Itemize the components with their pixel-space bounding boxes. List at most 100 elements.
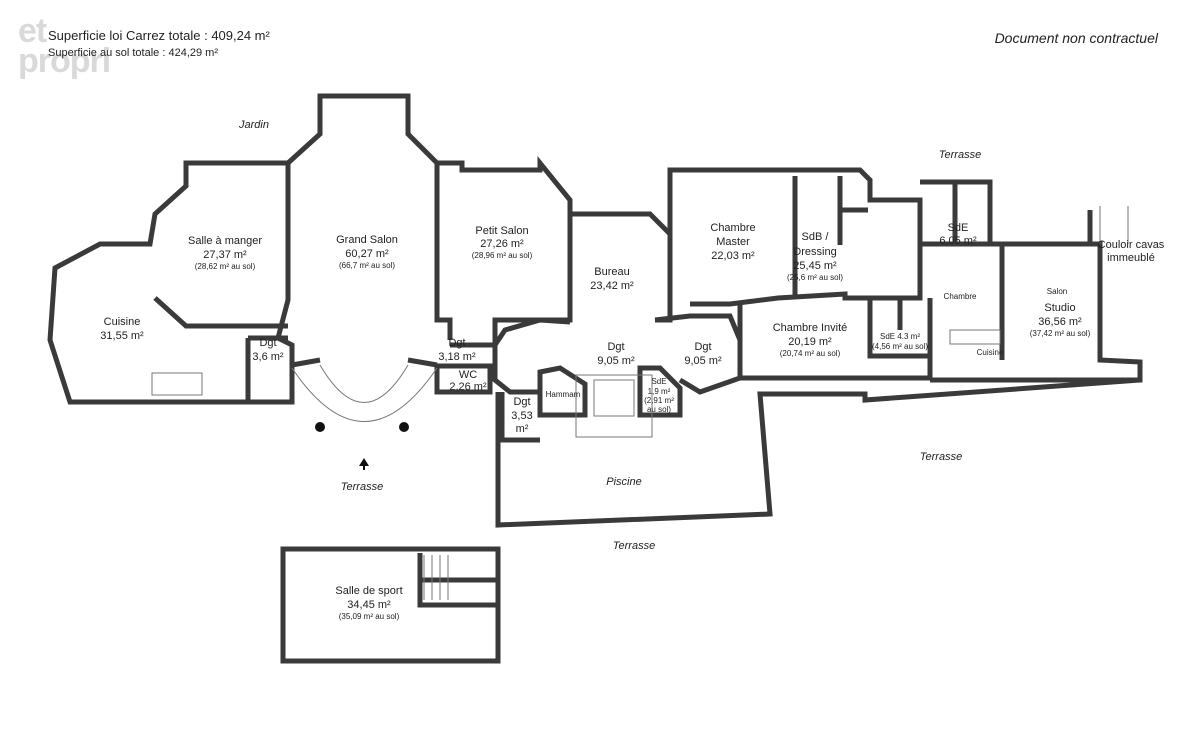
label-chambre-master-area: 22,03 m²: [711, 250, 755, 262]
label-chambre-invite-sol: (20,74 m² au sol): [780, 349, 841, 358]
watermark-line-1: et: [18, 12, 47, 50]
wall-sdb: [792, 176, 868, 298]
label-bureau-area: 23,42 m²: [590, 280, 634, 292]
label-salle-de-sport-sol: (35,09 m² au sol): [339, 612, 400, 621]
carrez-value: 409,24 m²: [211, 28, 270, 43]
label-piscine: Piscine: [606, 476, 641, 488]
label-sde3-sol-2: au sol): [647, 405, 671, 414]
wall-wc: [434, 363, 493, 395]
label-sdb-name-1: SdB /: [802, 231, 830, 243]
wall-dgt-octagon-right: [654, 313, 743, 395]
wall-cuisine-salle: [153, 296, 288, 329]
stair-curve-outer: [291, 367, 438, 422]
label-petit-salon-area: 27,26 m²: [480, 238, 524, 250]
label-couloir-2: immeublé: [1107, 252, 1155, 264]
label-dgt2-name: Dgt: [448, 337, 465, 349]
label-cuisine-name: Cuisine: [104, 316, 141, 328]
label-sdb-area: 25,45 m²: [793, 260, 837, 272]
carrez-total: Superficie loi Carrez totale : 409,24 m²: [48, 28, 270, 43]
sport-stair-lines: [423, 555, 449, 600]
label-sde2-sol: (4,56 m² au sol): [872, 342, 928, 351]
piscine-fountain-inner: [593, 379, 635, 417]
label-petit-salon-sol: (28,96 m² au sol): [472, 251, 533, 260]
carrez-label: Superficie loi Carrez totale :: [48, 28, 208, 43]
cuisine-counter: [151, 372, 203, 396]
label-studio-cuisine: Cuisine: [977, 348, 1004, 357]
label-sde1-name: SdE: [948, 222, 969, 234]
column-right: [399, 422, 409, 432]
label-chambre-invite-area: 20,19 m²: [788, 336, 832, 348]
label-couloir-1: Couloir cavas: [1098, 239, 1165, 251]
sol-label: Superficie au sol totale :: [48, 47, 166, 59]
label-terrasse-south: Terrasse: [613, 540, 655, 552]
label-salle-a-manger-name: Salle à manger: [188, 235, 262, 247]
label-sdb-sol: (25,6 m² au sol): [787, 273, 843, 282]
label-dgt3-area: 9,05 m²: [597, 355, 635, 367]
label-dgt3-name: Dgt: [607, 341, 624, 353]
label-studio-area: 36,56 m²: [1038, 316, 1082, 328]
label-studio-salon: Salon: [1047, 287, 1067, 296]
label-cuisine-area: 31,55 m²: [100, 330, 144, 342]
label-sde3-area: 1,9 m²: [648, 387, 671, 396]
label-terrasse-north: Terrasse: [939, 149, 981, 161]
label-hammam-name: Hammam: [546, 390, 581, 399]
label-salle-de-sport-area: 34,45 m²: [347, 599, 391, 611]
label-sde3-name: SdE: [651, 377, 666, 386]
label-sde3-sol-1: (2,91 m²: [644, 396, 674, 405]
label-grand-salon-sol: (66,7 m² au sol): [339, 261, 395, 270]
label-sde2-name: SdE 4.3 m²: [880, 332, 920, 341]
sol-total: Superficie au sol totale : 424,29 m²: [48, 47, 218, 59]
details: [151, 206, 1129, 600]
label-bureau-name: Bureau: [594, 266, 629, 278]
label-studio-chambre: Chambre: [944, 292, 977, 301]
label-grand-salon-area: 60,27 m²: [345, 248, 389, 260]
label-studio-sol: (37,42 m² au sol): [1030, 329, 1091, 338]
label-salle-a-manger-area: 27,37 m²: [203, 249, 247, 261]
label-petit-salon-name: Petit Salon: [475, 225, 528, 237]
wall-sde3: [637, 365, 683, 418]
label-grand-salon-name: Grand Salon: [336, 234, 398, 246]
wall-grand-salon: [286, 93, 453, 340]
label-dgt5-area-1: 3,53: [511, 410, 532, 422]
wall-grand-salon-base: [291, 357, 438, 368]
wall-east: [920, 179, 1143, 383]
wall-petit-salon: [437, 155, 573, 348]
wall-west-wing: [47, 160, 295, 405]
wall-chambre-master: [667, 167, 923, 307]
label-dgt5-area-2: m²: [516, 423, 529, 435]
wall-dgt-octagon-left: [492, 317, 571, 347]
label-wc-area: 2,26 m²: [449, 381, 487, 393]
studio-counter: [949, 329, 1001, 345]
watermark-line-2: propri: [18, 42, 111, 80]
label-terrasse-entrance: Terrasse: [341, 481, 383, 493]
sol-value: 424,29 m²: [168, 47, 218, 59]
wall-piscine: [495, 377, 1141, 528]
label-dgt1-area: 3,6 m²: [252, 351, 284, 363]
label-chambre-master-name-2: Master: [716, 236, 750, 248]
wall-salle-stair: [417, 553, 498, 608]
couloir-walls: [1099, 206, 1129, 244]
label-studio-name: Studio: [1044, 302, 1075, 314]
watermark-logo: et propri: [18, 12, 111, 80]
label-dgt4-name: Dgt: [694, 341, 711, 353]
label-sde1-area: 6,05 m²: [939, 235, 977, 247]
label-salle-a-manger-sol: (28,62 m² au sol): [195, 262, 256, 271]
disclaimer: Document non contractuel: [994, 30, 1158, 46]
wall-dgt-center: [492, 345, 540, 395]
column-left: [315, 422, 325, 432]
stair-curve-inner: [319, 364, 409, 403]
label-dgt1-name: Dgt: [259, 337, 276, 349]
label-salle-de-sport-name: Salle de sport: [335, 585, 402, 597]
entrance-arrow: [359, 458, 369, 470]
wall-studio-inner: [927, 244, 1005, 378]
piscine-fountain: [575, 374, 653, 438]
walls: [47, 93, 1143, 664]
label-sdb-name-2: Dressing: [793, 246, 836, 258]
wall-dgt5: [499, 392, 540, 443]
label-dgt5-name: Dgt: [513, 396, 530, 408]
wall-dgt1: [245, 335, 288, 402]
label-chambre-invite-name: Chambre Invité: [773, 322, 848, 334]
label-jardin: Jardin: [238, 119, 269, 131]
wall-hammam: [537, 365, 588, 418]
